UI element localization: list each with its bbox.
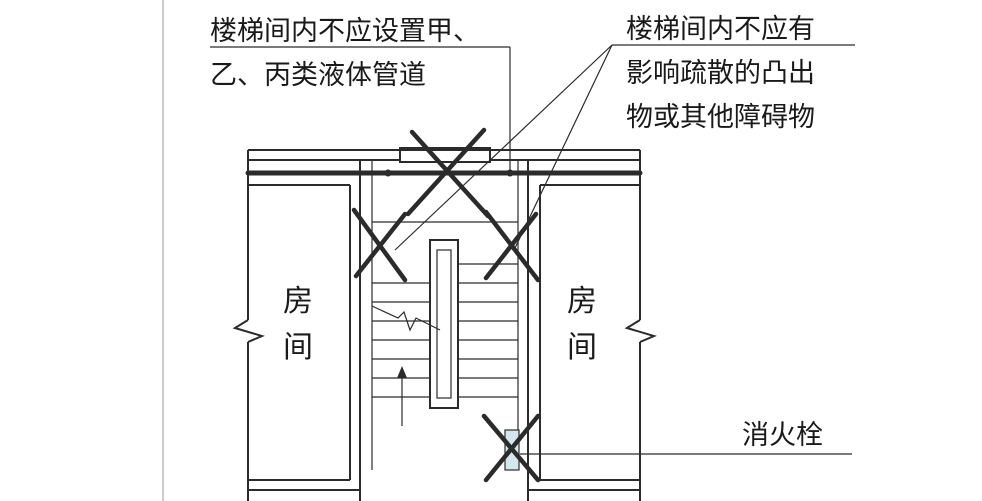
leader-no-obstacles-left [394,44,613,251]
cross-obstacle-right [483,209,541,283]
label-no-pipes-line1: 楼梯间内不应设置甲、 [210,16,480,47]
cross-pipe [405,127,491,219]
label-room-left-2: 间 [283,330,313,365]
up-arrow-head [397,366,407,378]
stair-well-inner [436,249,452,399]
label-hydrant: 消火栓 [742,420,823,451]
right-flight-treads [458,263,518,398]
pipe-joint-right [506,169,514,177]
label-no-obstacles-line1: 楼梯间内不应有 [626,14,815,45]
label-room-right-1: 房 [567,284,597,319]
top-wall-opening [399,147,491,163]
stair-cut-line [371,305,441,332]
label-room-right-2: 间 [567,330,597,365]
leader-no-obstacles-right [514,44,613,249]
pipe-joint-left [384,169,392,177]
cross-obstacle-left [351,207,408,283]
stair-well-outer [429,239,459,409]
label-no-obstacles-line3: 物或其他障碍物 [626,102,815,133]
label-no-pipes-line2: 乙、丙类液体管道 [210,60,426,91]
label-room-left-1: 房 [283,284,313,319]
label-no-obstacles-line2: 影响疏散的凸出 [626,58,815,89]
left-flight-treads [372,282,430,398]
right-room-break-mark [624,319,657,343]
cross-hydrant [481,413,541,483]
left-room-break-mark [232,319,265,343]
